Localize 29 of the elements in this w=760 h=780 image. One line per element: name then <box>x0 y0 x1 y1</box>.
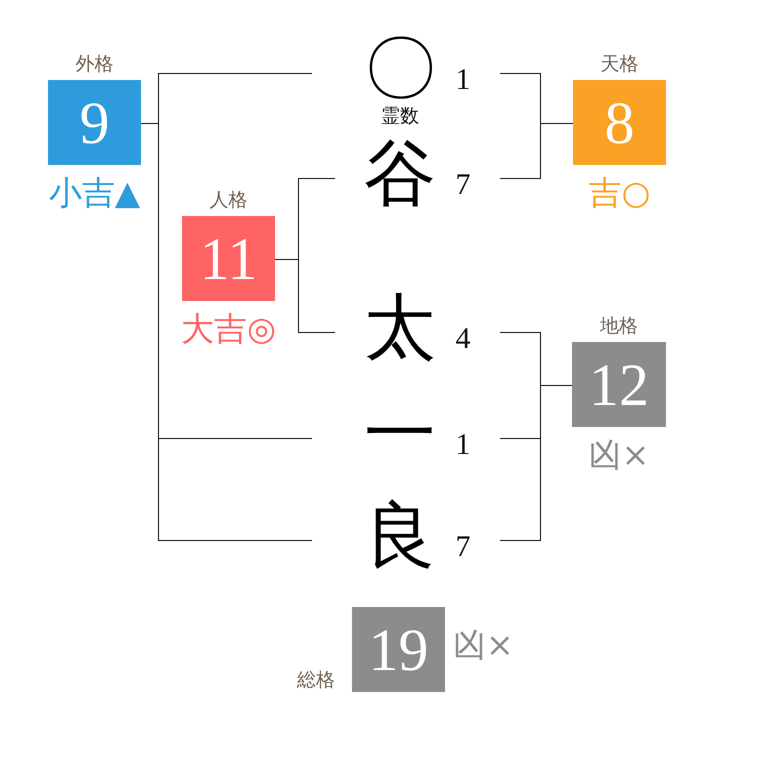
category-label: 人格 <box>210 188 248 212</box>
fortune-rating: 小吉▲ <box>48 175 140 212</box>
name-character: 良 <box>364 499 436 571</box>
category-label: 総格 <box>297 668 335 692</box>
stroke-count: 7 <box>456 530 470 563</box>
name-character: 一 <box>364 397 436 469</box>
score-tile: 8 <box>573 80 666 165</box>
stroke-count: 7 <box>456 168 470 201</box>
fortune-rating: 凶× <box>588 437 650 474</box>
fortune-rating: 凶× <box>453 627 514 664</box>
fortune-rating: 大吉◎ <box>181 311 276 348</box>
category-label: 天格 <box>600 52 638 76</box>
stroke-count: 4 <box>456 322 470 355</box>
connector-line <box>500 123 574 179</box>
score-tile: 9 <box>48 80 141 165</box>
name-character: 谷 <box>364 137 436 209</box>
name-character: 〇 <box>364 32 436 104</box>
connector-line <box>274 259 336 333</box>
category-label: 外格 <box>76 52 114 76</box>
connector-line <box>500 385 572 541</box>
stroke-count: 1 <box>456 428 470 461</box>
score-tile: 19 <box>352 607 445 692</box>
character-caption: 霊数 <box>381 106 419 127</box>
score-tile: 11 <box>182 216 275 301</box>
fortune-rating: 吉○ <box>588 175 650 212</box>
score-tile: 12 <box>572 342 666 427</box>
name-character: 太 <box>364 291 436 363</box>
stroke-count: 1 <box>456 63 470 96</box>
category-label: 地格 <box>600 314 638 338</box>
